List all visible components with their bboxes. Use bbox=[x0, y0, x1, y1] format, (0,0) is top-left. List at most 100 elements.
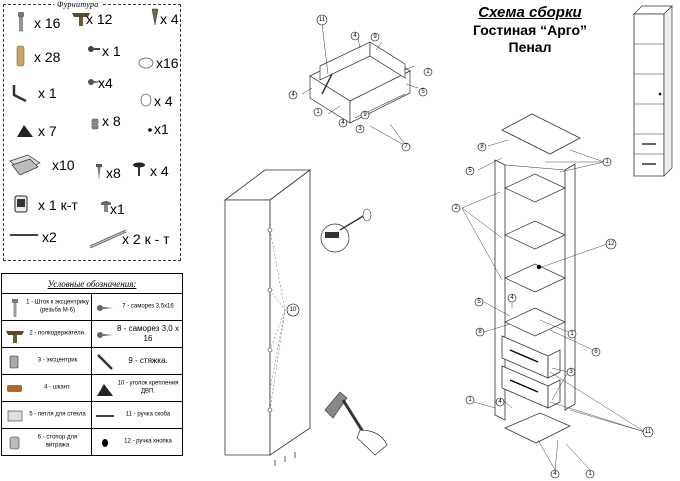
hardware-qty: x1 bbox=[110, 201, 125, 217]
cabinet-callout: 2 bbox=[454, 205, 458, 211]
cabinet-callout: 1 bbox=[588, 471, 592, 477]
drawer-assembly-drawing: 11 4 9 2 4 1 4 3 5 9 7 bbox=[280, 6, 440, 156]
legend-entry: 10 - уголок крепления ДВП. bbox=[92, 375, 182, 402]
cabinet-exploded-drawing: 8 5 2 1 12 5 8 4 1 6 3 1 4 4 1 11 bbox=[440, 110, 660, 480]
dowel-icon bbox=[5, 379, 25, 399]
screw-icon bbox=[144, 7, 166, 29]
drawer-callout: 9 bbox=[363, 112, 367, 118]
screw-icon bbox=[95, 325, 115, 345]
hardware-item: x 2 к - т bbox=[88, 227, 182, 251]
hex-key-icon bbox=[10, 81, 32, 103]
legend-entry: 6 - стопор для витража bbox=[2, 429, 92, 456]
hardware-qty: x 1 bbox=[102, 43, 121, 59]
cabinet-callout: 1 bbox=[605, 159, 609, 165]
legend-entry: 12 - ручка кнопка bbox=[92, 429, 182, 456]
drawer-callout: 9 bbox=[373, 34, 377, 40]
corner-bracket-icon bbox=[95, 379, 115, 399]
glass-holder-icon bbox=[5, 433, 25, 453]
legend-entry: 2 - полкодержатели. bbox=[2, 321, 92, 348]
eccentric-icon bbox=[88, 113, 110, 135]
hardware-qty: x 8 bbox=[102, 113, 121, 129]
legend-entry: 7 - саморез 3,5х16 bbox=[92, 294, 182, 321]
hardware-qty: x 4 bbox=[154, 93, 173, 109]
hardware-qty: x4 bbox=[98, 75, 113, 91]
cabinet-callout: 12 bbox=[608, 241, 615, 247]
page-title: Схема сборки bbox=[478, 4, 582, 21]
legend-text: 4 - шкант. bbox=[44, 384, 71, 391]
legend-text: 12 - ручка кнопка bbox=[124, 438, 172, 445]
hardware-qty: x 2 к - т bbox=[122, 231, 170, 247]
cabinet-callout: 3 bbox=[569, 369, 573, 375]
hardware-qty: x 4 bbox=[160, 11, 179, 27]
drawer-callout: 5 bbox=[421, 89, 425, 95]
hardware-qty: x 16 bbox=[34, 15, 61, 31]
legend-text: 2 - полкодержатели. bbox=[29, 330, 86, 337]
hardware-item: x2 bbox=[10, 225, 70, 249]
dot-icon bbox=[144, 117, 166, 139]
hardware-qty: x16 bbox=[156, 55, 179, 71]
legend-text: 8 - саморез 3,0 х 16 bbox=[117, 324, 179, 343]
drawer-callout: 7 bbox=[404, 144, 408, 150]
hardware-item: x 16 bbox=[10, 11, 60, 35]
drawer-runner-icon bbox=[12, 193, 34, 215]
hardware-qty: x 4 bbox=[150, 163, 169, 179]
hardware-qty: x1 bbox=[154, 121, 169, 137]
legend-text: 10 - уголок крепления ДВП. bbox=[117, 380, 179, 395]
legend-entry: 4 - шкант. bbox=[2, 375, 92, 402]
handle-line-icon bbox=[95, 406, 115, 426]
cam-cap-icon bbox=[136, 51, 158, 73]
legend-entry: 9 - стяжка. bbox=[92, 348, 182, 375]
glass-holder-icon bbox=[136, 89, 158, 111]
hardware-item: x 8 bbox=[88, 113, 130, 137]
screw-icon bbox=[84, 71, 106, 93]
hardware-qty: x2 bbox=[42, 229, 57, 245]
cabinet-callout: 5 bbox=[468, 168, 472, 174]
hardware-item: x 1 bbox=[10, 81, 60, 105]
tie-rod-icon bbox=[10, 11, 32, 33]
cabinet-callout: 1 bbox=[468, 397, 472, 403]
tie-rod-icon bbox=[5, 298, 25, 318]
back-panel-callout: 10 bbox=[290, 307, 297, 313]
screw-icon bbox=[92, 161, 114, 183]
drawer-callout: 4 bbox=[353, 33, 357, 39]
product-name: Гостиная “Арго” bbox=[472, 22, 588, 38]
hardware-item: x 4 bbox=[130, 159, 174, 183]
hardware-item: x1 bbox=[98, 197, 138, 221]
cabinet-callout: 4 bbox=[553, 471, 557, 477]
hardware-qty: x 1 к-т bbox=[38, 197, 78, 213]
legend-table: Условные обозначения: 1 - Шток к эксцент… bbox=[1, 273, 183, 456]
drawer-callout: 3 bbox=[358, 126, 362, 132]
hardware-item: x 4 bbox=[144, 7, 180, 31]
title-block: Схема сборки Гостиная “Арго” Пенал bbox=[455, 4, 605, 55]
knob-icon bbox=[130, 159, 152, 181]
legend-entry: 1 - Шток к эксцентрику (резьба М-6) bbox=[2, 294, 92, 321]
legend-entry: 8 - саморез 3,0 х 16 bbox=[92, 321, 182, 348]
drawer-callout: 1 bbox=[316, 109, 320, 115]
assembled-cabinet-thumbnail bbox=[628, 4, 676, 180]
hardware-panel: Фурнитура x 16 x 12 x 4 x 28 x 1 bbox=[3, 0, 182, 261]
tie-screw-icon bbox=[95, 352, 115, 372]
rail-icon bbox=[88, 227, 128, 251]
legend-entry: 11 - ручка скоба bbox=[92, 402, 182, 429]
hardware-item: x16 bbox=[136, 51, 182, 75]
cabinet-callout: 1 bbox=[570, 331, 574, 337]
corner-bracket-icon bbox=[14, 119, 36, 141]
small-screw-icon bbox=[84, 39, 106, 61]
back-panel-drawing: 10 bbox=[215, 160, 405, 475]
hinge-icon bbox=[8, 153, 42, 177]
handle-line-icon bbox=[10, 225, 40, 247]
legend-entry: 5 - петля для стекла bbox=[2, 402, 92, 429]
cabinet-callout: 11 bbox=[645, 429, 652, 435]
shelf-support-icon bbox=[70, 7, 92, 29]
hardware-item: x 1 bbox=[84, 39, 126, 63]
cabinet-callout: 8 bbox=[478, 329, 482, 335]
legend-title: Условные обозначения: bbox=[2, 274, 182, 294]
cabinet-callout: 6 bbox=[594, 349, 598, 355]
cabinet-callout: 5 bbox=[477, 299, 481, 305]
hardware-qty: x 12 bbox=[86, 11, 113, 27]
hardware-qty: x10 bbox=[52, 157, 75, 173]
hardware-item: x 4 bbox=[136, 89, 182, 113]
cabinet-callout: 4 bbox=[498, 399, 502, 405]
hardware-item: x8 bbox=[92, 161, 132, 185]
cabinet-callout: 4 bbox=[510, 295, 514, 301]
